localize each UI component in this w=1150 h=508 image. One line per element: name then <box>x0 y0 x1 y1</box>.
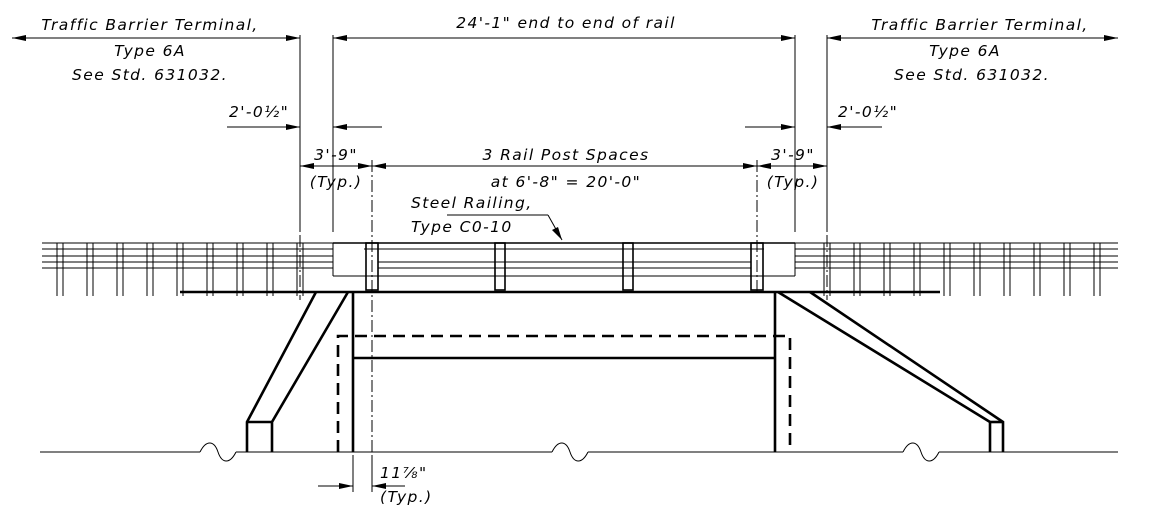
left-space-dim: 3'-9" <box>314 146 358 164</box>
ground-line <box>40 442 1118 462</box>
right-terminal-std: See Std. 631032. <box>894 66 1050 84</box>
right-terminal-title: Traffic Barrier Terminal, <box>871 16 1088 34</box>
support-structure <box>245 290 1005 452</box>
dimension-lines <box>12 35 1118 492</box>
post-centerlines <box>299 160 828 455</box>
left-space-typ: (Typ.) <box>310 173 363 191</box>
railing-name: Steel Railing, <box>411 194 533 212</box>
post-spaces-spacing: at 6'-8" = 20'-0" <box>491 173 641 191</box>
railing-type: Type C0-10 <box>411 218 513 236</box>
right-space-typ: (Typ.) <box>767 173 820 191</box>
left-terminal-type: Type 6A <box>114 42 186 60</box>
right-terminal-type: Type 6A <box>929 42 1001 60</box>
right-offset-label: 2'-0½" <box>838 103 898 121</box>
left-terminal-title: Traffic Barrier Terminal, <box>41 16 258 34</box>
bottom-offset-typ: (Typ.) <box>380 488 433 506</box>
bottom-offset-dim: 11⅞" <box>380 464 427 482</box>
right-terminal-posts <box>823 243 1101 296</box>
overall-length-label: 24'-1" end to end of rail <box>456 14 676 32</box>
left-offset-label: 2'-0½" <box>229 103 289 121</box>
text-labels: Traffic Barrier Terminal, Type 6A See St… <box>41 14 1088 506</box>
rail-assembly <box>42 242 1118 296</box>
right-space-dim: 3'-9" <box>771 146 815 164</box>
left-terminal-posts <box>56 243 304 296</box>
post-spaces-count: 3 Rail Post Spaces <box>482 146 649 164</box>
left-terminal-std: See Std. 631032. <box>72 66 228 84</box>
